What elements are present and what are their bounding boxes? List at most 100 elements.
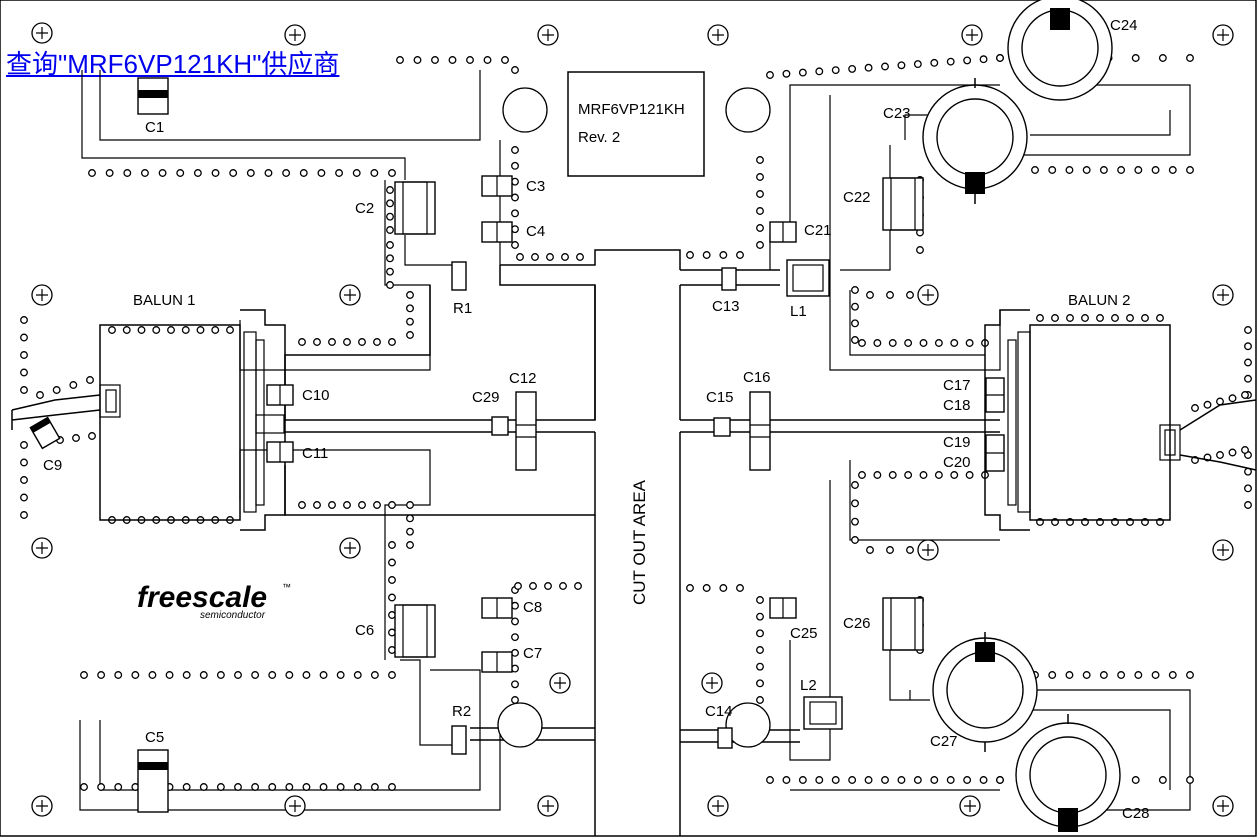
via-circle-icon — [328, 338, 336, 346]
via-circle-icon — [1066, 314, 1074, 322]
via-circle-icon — [1216, 451, 1224, 459]
label-c14: C14 — [705, 703, 733, 720]
via-circle-icon — [483, 56, 492, 64]
via-circle-icon — [246, 169, 255, 177]
via-circle-icon — [886, 291, 894, 299]
via-circle-icon — [906, 546, 914, 554]
via-circle-icon — [886, 546, 894, 554]
capacitor-c29 — [491, 416, 509, 436]
capacitor-c24 — [1007, 0, 1113, 101]
standoff-circle — [497, 702, 543, 748]
via-circle-icon — [298, 338, 306, 346]
via-circle-icon — [386, 281, 394, 289]
via-circle-icon — [251, 671, 260, 679]
revision-label: Rev. 2 — [578, 129, 620, 146]
capacitor-c14 — [717, 727, 733, 749]
via-circle-icon — [1244, 484, 1252, 493]
via-circle-icon — [1082, 671, 1091, 679]
via-circle-icon — [386, 267, 394, 276]
via-circle-icon — [919, 339, 928, 347]
via-circle-icon — [702, 251, 711, 259]
via-circle-icon — [934, 471, 943, 479]
crosshair-circle-icon — [31, 284, 53, 306]
via-circle-icon — [20, 351, 28, 359]
label-c18: C18 — [943, 397, 971, 414]
via-circle-icon — [851, 302, 859, 311]
via-circle-icon — [353, 671, 362, 679]
label-l2: L2 — [800, 677, 817, 694]
via-circle-icon — [406, 514, 414, 523]
mounting-holes — [31, 22, 1234, 817]
balun-2-label: BALUN 2 — [1068, 292, 1131, 309]
via-circle-icon — [358, 338, 366, 346]
via-circle-icon — [866, 546, 874, 554]
via-circle-icon — [386, 199, 394, 208]
label-c6: C6 — [355, 622, 374, 639]
via-circle-icon — [1126, 314, 1134, 322]
via-circle-icon — [946, 57, 955, 66]
label-c7: C7 — [523, 645, 542, 662]
crosshair-circle-icon — [537, 795, 559, 817]
via-circle-icon — [965, 339, 974, 347]
via-circle-icon — [996, 54, 1004, 62]
label-c24: C24 — [1110, 17, 1138, 34]
via-circle-icon — [888, 339, 897, 347]
via-circle-icon — [122, 326, 131, 334]
via-circle-icon — [979, 776, 988, 784]
via-circle-icon — [888, 471, 897, 479]
capacitor-c23 — [922, 78, 1028, 204]
via-circle-icon — [336, 671, 345, 679]
via-circle-icon — [1065, 671, 1074, 679]
via-circle-icon — [1203, 400, 1212, 409]
capacitor-c16 — [749, 391, 771, 471]
via-circle-icon — [343, 501, 351, 509]
via-circle-icon — [873, 471, 882, 479]
via-circle-icon — [686, 251, 694, 259]
via-circle-icon — [52, 386, 61, 394]
via-circle-icon — [963, 56, 972, 65]
via-circle-icon — [466, 56, 474, 64]
cut-out-area: CUT OUT AREA — [284, 249, 1000, 836]
via-circle-icon — [299, 169, 308, 177]
via-circle-icon — [211, 169, 220, 177]
via-circle-icon — [20, 368, 28, 377]
via-circle-icon — [756, 596, 764, 604]
logo-trademark: ™ — [282, 582, 291, 592]
via-circle-icon — [20, 493, 28, 502]
capacitor-c26 — [882, 597, 924, 651]
via-circle-icon — [919, 471, 928, 479]
via-circle-icon — [386, 241, 394, 249]
resistor-r2 — [451, 725, 467, 755]
via-circle-icon — [88, 169, 96, 177]
via-circle-icon — [756, 612, 764, 621]
via-circle-icon — [114, 671, 123, 679]
via-circle-icon — [561, 253, 569, 261]
crosshair-circle-icon — [701, 672, 723, 694]
via-circle-icon — [950, 471, 959, 479]
via-circle-icon — [514, 582, 522, 590]
crosshair-circle-icon — [1212, 795, 1234, 817]
via-circle-icon — [1048, 671, 1057, 679]
label-c29: C29 — [472, 389, 500, 406]
capacitor-c9 — [29, 416, 61, 450]
via-circle-icon — [140, 169, 149, 177]
via-circle-icon — [946, 776, 955, 784]
via-circle-icon — [317, 169, 326, 177]
via-circle-icon — [448, 56, 457, 64]
via-circle-icon — [1186, 671, 1194, 679]
label-c2: C2 — [355, 200, 374, 217]
via-circle-icon — [848, 776, 857, 784]
via-array — [20, 54, 1252, 791]
via-circle-icon — [20, 441, 28, 449]
supplier-search-link[interactable]: 查询"MRF6VP121KH"供应商 — [6, 49, 340, 79]
via-circle-icon — [736, 251, 744, 259]
balun-1-body — [99, 324, 241, 521]
via-circle-icon — [72, 434, 80, 442]
via-circle-icon — [1099, 671, 1108, 679]
via-circle-icon — [511, 696, 519, 704]
label-c25: C25 — [790, 625, 818, 642]
label-c17: C17 — [943, 377, 971, 394]
label-c8: C8 — [523, 599, 542, 616]
via-circle-icon — [719, 584, 728, 592]
via-circle-icon — [386, 186, 394, 194]
